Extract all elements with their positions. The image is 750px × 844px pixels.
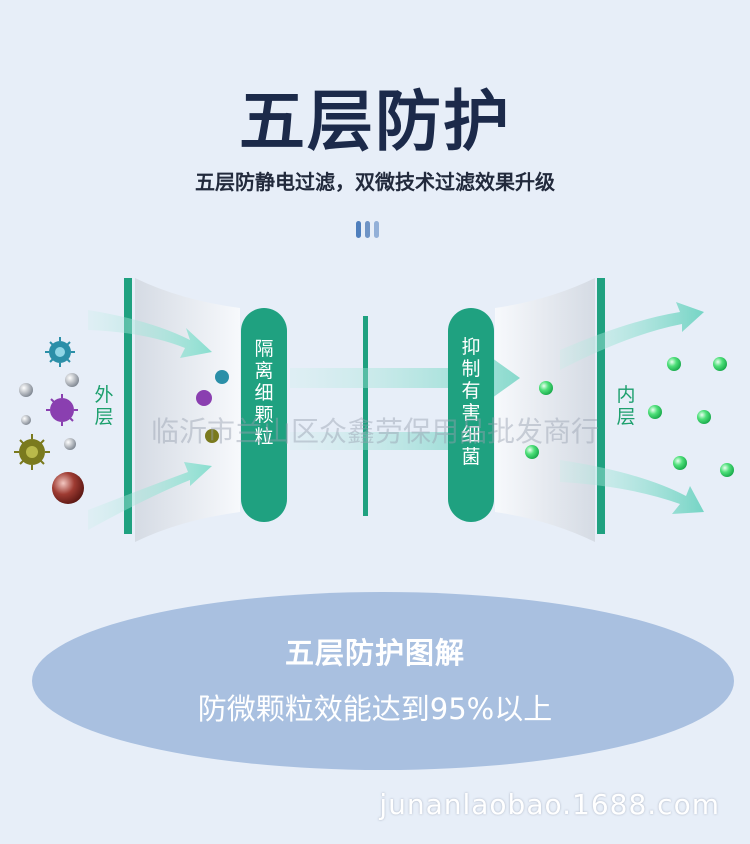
divider-dot xyxy=(365,221,370,238)
clean-particle xyxy=(697,410,711,424)
middle-filter-line xyxy=(363,316,368,516)
dust-particle xyxy=(65,373,79,387)
flow-arrow-right-top xyxy=(560,302,704,370)
clean-particle xyxy=(667,357,681,371)
page-subtitle: 五层防静电过滤，双微技术过滤效果升级 xyxy=(195,170,555,194)
pill-char: 菌 xyxy=(461,446,481,468)
virus-particle-small xyxy=(205,429,219,443)
pill-char: 隔 xyxy=(254,338,274,360)
page-title: 五层防护 xyxy=(239,83,511,160)
clean-particle xyxy=(720,463,734,477)
virus-particle-cyan xyxy=(45,337,75,367)
clean-particle xyxy=(539,381,553,395)
outer-layer-char: 层 xyxy=(94,406,114,428)
inner-layer-bar xyxy=(597,278,605,534)
pill-char: 害 xyxy=(461,402,481,424)
shop-watermark: 临沂市兰山区众鑫劳保用品批发商行 xyxy=(150,415,599,448)
outer-filter-panel xyxy=(135,278,240,542)
section-divider-dots xyxy=(356,221,386,239)
inner-layer-char: 层 xyxy=(616,406,636,428)
flow-arrow-left-top xyxy=(88,310,212,358)
outer-layer-bar xyxy=(124,278,132,534)
outer-layer-char: 外 xyxy=(94,384,114,406)
clean-particle xyxy=(648,405,662,419)
filter-diagram: 外 层 内 层 隔 离 细 颗 粒 抑 制 有 害 细 菌 xyxy=(0,260,750,560)
pill-char: 抑 xyxy=(461,336,481,358)
pill-char: 制 xyxy=(461,358,481,380)
bacteria-particle-red xyxy=(52,472,84,504)
pill-char: 细 xyxy=(461,424,481,446)
virus-particle-purple xyxy=(46,394,78,426)
summary-ellipse xyxy=(32,592,734,770)
isolate-particles-pill: 隔 离 细 颗 粒 xyxy=(241,308,287,522)
inner-layer-label: 内 层 xyxy=(614,384,638,428)
divider-dot xyxy=(356,221,361,238)
pill-char: 细 xyxy=(254,382,274,404)
filter-diagram-graphic xyxy=(14,278,734,542)
dust-particle xyxy=(64,438,76,450)
pill-char: 粒 xyxy=(254,426,274,448)
footer-site-url: junanlaobao.1688.com xyxy=(379,788,720,821)
virus-particle-olive xyxy=(14,434,50,470)
divider-dot xyxy=(374,221,379,238)
clean-particle xyxy=(673,456,687,470)
virus-particle-small xyxy=(196,390,212,406)
clean-particle xyxy=(713,357,727,371)
clean-particle xyxy=(525,445,539,459)
dust-particle xyxy=(19,383,33,397)
dust-particle xyxy=(21,415,31,425)
flow-arrow-right-bottom xyxy=(560,460,704,514)
flow-arrow-left-bottom xyxy=(88,462,212,530)
pill-char: 有 xyxy=(461,380,481,402)
virus-particle-small xyxy=(215,370,229,384)
outer-layer-label: 外 层 xyxy=(92,384,116,428)
flow-arrow-middle-bottom xyxy=(290,432,448,450)
inner-layer-char: 内 xyxy=(616,384,636,406)
pill-char: 颗 xyxy=(254,404,274,426)
summary-description: 防微颗粒效能达到95%以上 xyxy=(197,692,553,726)
inhibit-bacteria-pill: 抑 制 有 害 细 菌 xyxy=(448,308,494,522)
pill-char: 离 xyxy=(254,360,274,382)
summary-title: 五层防护图解 xyxy=(284,636,465,670)
